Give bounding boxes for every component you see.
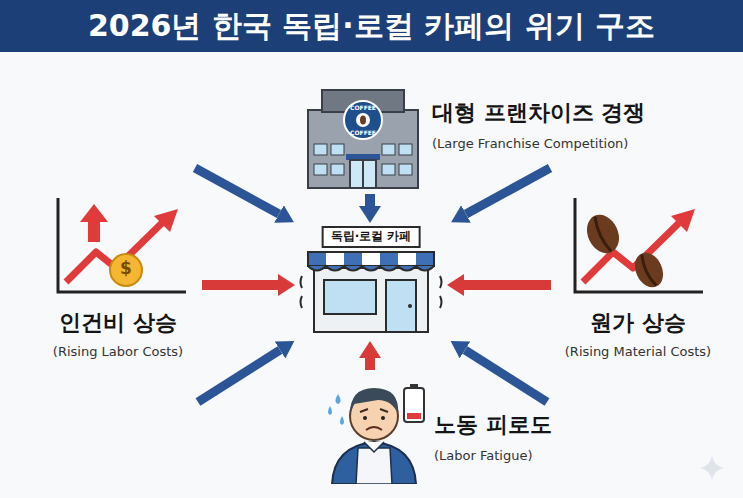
drawing-path [575, 198, 703, 292]
drawing-polygon [671, 209, 695, 232]
drawing-rect [407, 413, 421, 419]
drawing-rect [88, 220, 100, 242]
factor-subtitle: (Large Franchise Competition) [432, 136, 672, 152]
pressure-connector [202, 280, 278, 290]
factor-title: 원가 상승 [553, 310, 723, 336]
drawing-ellipse [630, 248, 669, 292]
drawing-rect [410, 384, 418, 388]
drawing-circle [356, 113, 370, 127]
factor-title: 대형 프랜차이즈 경쟁 [432, 100, 672, 126]
drawing-rect [324, 280, 376, 314]
pressure-arrow [465, 350, 547, 402]
drawing-circle [110, 254, 142, 286]
drawing-line [362, 160, 364, 188]
drawing-g [581, 210, 625, 259]
drawing-rect [308, 110, 418, 188]
drawing-path [336, 394, 341, 404]
diagram-title: 2026년 한국 독립·로컬 카페의 위기 구조 [6, 7, 737, 45]
drawing-rect [331, 144, 344, 155]
pressure-connector [365, 194, 375, 206]
drawing-rect [382, 164, 395, 175]
material-cost-factor: 원가 상승 (Rising Material Costs) [553, 190, 723, 362]
drawing-rect [331, 164, 344, 175]
drawing-rect [350, 160, 376, 188]
pressure-arrow [466, 168, 550, 214]
drawing-rect [314, 268, 428, 332]
factor-subtitle: (Rising Labor Costs) [36, 344, 200, 360]
drawing-ellipse [360, 116, 366, 125]
drawing-path [360, 409, 388, 412]
drawing-rect [399, 164, 412, 175]
drawing-svg [322, 372, 432, 484]
drawing-circle [408, 304, 412, 308]
drawing-circle [363, 416, 367, 420]
fatigue-factor: 노동 피로도 (Labor Fatigue) [322, 372, 584, 484]
drawing-path [328, 406, 332, 415]
labor-cost-factor: 인건비 상승 (Rising Labor Costs) $ [36, 190, 200, 362]
store-sign: 독립·로컬 카페 [322, 226, 421, 248]
factor-subtitle: (Labor Fatigue) [434, 448, 582, 464]
drawing-rect [314, 164, 327, 175]
drawing-path [301, 276, 442, 308]
drawing-rect [382, 144, 395, 155]
drawing-path [639, 255, 656, 287]
drawing-rect [308, 252, 434, 266]
drawing-rect [399, 144, 412, 155]
drawing-polygon [154, 209, 178, 232]
currency-symbol: $ [112, 259, 140, 278]
drawing-path [350, 388, 398, 414]
drawing-svg [36, 190, 196, 302]
franchise-factor: 대형 프랜차이즈 경쟁 (Large Franchise Competition)… [300, 80, 675, 192]
pressure-connector [464, 280, 551, 290]
logo-text: COFFEE [344, 104, 382, 112]
drawing-rect [314, 144, 327, 155]
drawing-path [364, 442, 384, 452]
cafe-store: 독립·로컬 카페 [298, 226, 444, 338]
logo-text: COFFEE [344, 129, 382, 137]
factor-title: 노동 피로도 [434, 412, 582, 438]
drawing-polygon [80, 204, 108, 222]
drawing-path [356, 448, 392, 484]
drawing-path [366, 427, 382, 430]
drawing-circle [381, 416, 385, 420]
drawing-g [630, 248, 669, 292]
drawing-path [340, 416, 344, 425]
pressure-connector [365, 358, 375, 370]
pressure-arrow [198, 350, 280, 402]
factor-title: 인건비 상승 [36, 310, 200, 336]
drawing-svg [553, 190, 713, 302]
drawing-circle [344, 101, 382, 139]
drawing-rect [326, 253, 344, 265]
pressure-arrow [195, 168, 279, 214]
drawing-path [308, 266, 434, 271]
drawing-rect [398, 253, 416, 265]
sparkle-mark [700, 456, 724, 480]
drawing-path [58, 198, 186, 292]
drawing-ellipse [581, 210, 625, 259]
drawing-path [332, 442, 416, 484]
drawing-rect [362, 253, 380, 265]
factor-subtitle: (Rising Material Costs) [553, 344, 723, 360]
drawing-rect [404, 388, 424, 422]
drawing-path [592, 217, 611, 253]
drawing-rect [386, 280, 416, 332]
